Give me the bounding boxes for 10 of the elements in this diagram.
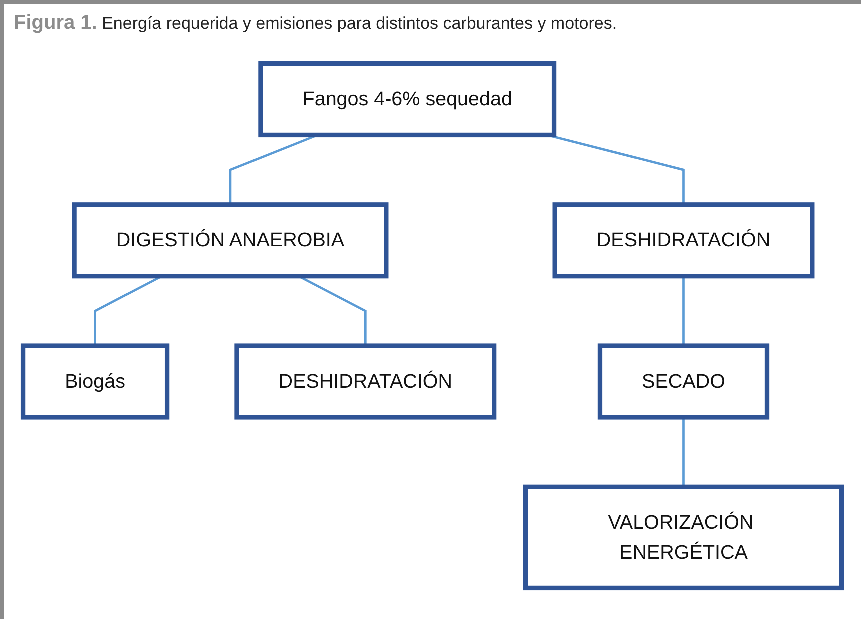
node-box: DIGESTIÓN ANAEROBIA bbox=[72, 202, 389, 279]
node-box: DESHIDRATACIÓN bbox=[552, 202, 815, 279]
figure-caption: Figura 1. Energía requerida y emisiones para distintos carburantes y motores. bbox=[14, 12, 618, 35]
connector bbox=[682, 276, 685, 346]
connector bbox=[682, 417, 685, 488]
node-box: Biogás bbox=[20, 344, 170, 420]
node-box: SECADO bbox=[598, 344, 770, 420]
node-box: Fangos 4-6% sequedad bbox=[258, 61, 557, 138]
node-box: VALORIZACIÓN ENERGÉTICA bbox=[523, 484, 844, 591]
node-box: DESHIDRATACIÓN bbox=[234, 344, 497, 420]
